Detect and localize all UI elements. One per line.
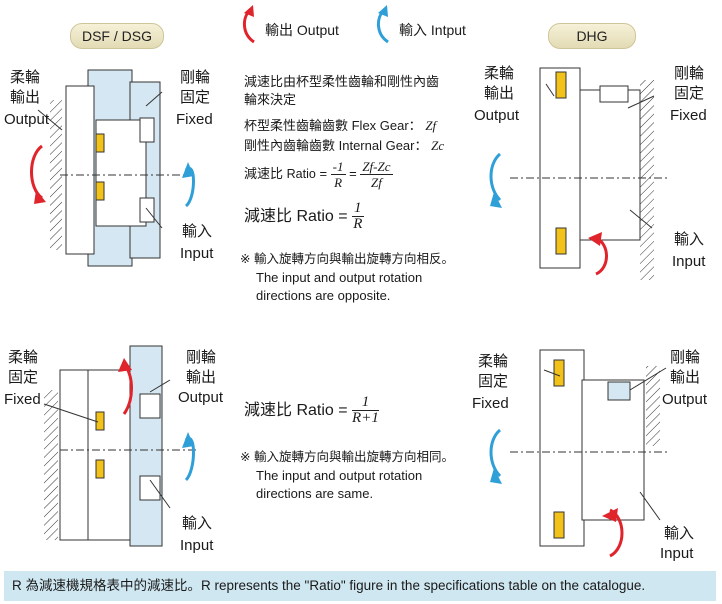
rigid-gear-top (607, 381, 631, 401)
d2-input-zh: 輸入 (674, 231, 705, 248)
wall-hatch (50, 100, 62, 250)
tab-dhg: DHG (548, 23, 636, 49)
flex-tooth-top (553, 359, 565, 387)
d3-input-en: Input (180, 537, 214, 554)
wall-hatch (646, 366, 660, 446)
d3-rigid-label: 剛輪 (186, 349, 217, 366)
dhg-output-diagram (489, 67, 670, 280)
d3-rigid-role-zh: 輸出 (186, 369, 217, 386)
input-legend-icon (377, 5, 389, 44)
d3-rigid-role-en: Output (178, 389, 224, 406)
note-en-opposite-1: The input and output rotation (256, 270, 423, 285)
flex-tooth-bottom (553, 511, 565, 539)
flex-tooth-top (555, 71, 567, 99)
dsf-fixed-diagram (43, 345, 196, 547)
d4-flex-label: 柔輪 (478, 353, 509, 370)
flex-tooth-top (95, 133, 105, 153)
wall-hatch (44, 390, 58, 540)
d1-flex-role-en: Output (4, 111, 50, 128)
d2-rigid-role-zh: 固定 (674, 85, 705, 102)
d1-input-en: Input (180, 245, 214, 262)
flex-tooth-top (95, 411, 105, 431)
d1-rigid-role-zh: 固定 (180, 89, 211, 106)
input-rotation-arrow (489, 428, 502, 478)
d2-flex-label: 柔輪 (484, 65, 515, 82)
d3-flex-role-zh: 固定 (8, 369, 39, 386)
d4-rigid-label: 剛輪 (670, 349, 701, 366)
rigid-gear-top (599, 85, 629, 103)
d4-input-en: Input (660, 545, 694, 562)
d4-flex-role-en: Fixed (472, 395, 509, 412)
flex-gear-line: 杯型柔性齒輪齒數 Flex Gear： Zf (244, 118, 437, 133)
bearing-top (139, 117, 155, 143)
note-en-opposite-2: directions are opposite. (256, 288, 391, 303)
tab-dsf-dsg: DSF / DSG (70, 23, 164, 49)
bearing-top (139, 393, 161, 419)
d2-flex-role-zh: 輸出 (484, 85, 515, 102)
wave-generator (579, 89, 641, 241)
d1-input-zh: 輸入 (182, 223, 213, 240)
d1-flex-role-zh: 輸出 (10, 89, 41, 106)
d3-flex-role-en: Fixed (4, 391, 41, 408)
d4-input-zh: 輸入 (664, 525, 695, 542)
internal-gear-line: 剛性內齒輪齒數 Internal Gear： Zc (244, 138, 445, 153)
note-en-same-1: The input and output rotation (256, 468, 423, 483)
flex-tooth-bottom (555, 227, 567, 255)
d4-rigid-role-zh: 輸出 (670, 369, 701, 386)
d2-rigid-label: 剛輪 (674, 65, 705, 82)
d3-flex-label: 柔輪 (8, 349, 39, 366)
output-legend-icon (243, 5, 255, 44)
note-zh-same: ※ 輸入旋轉方向與輸出旋轉方向相同。 (240, 450, 454, 464)
flex-tooth-bottom (95, 459, 105, 479)
input-rotation-arrow (489, 152, 502, 202)
dhg-fixed-diagram (489, 349, 670, 558)
footer-note: R 為減速機規格表中的減速比。R represents the "Ratio" … (4, 571, 716, 601)
d2-rigid-role-en: Fixed (670, 107, 707, 124)
output-rotation-arrow (30, 144, 44, 200)
input-legend-label: 輸入 Intput (399, 22, 466, 38)
intro-line-1: 減速比由杯型柔性齒輪和剛性內齒 (244, 74, 440, 89)
d1-flex-label: 柔輪 (10, 69, 41, 86)
d2-input-en: Input (672, 253, 706, 270)
output-legend-label: 輸出 Output (265, 22, 339, 38)
flex-gear-body (65, 85, 95, 255)
bearing-bottom (139, 475, 161, 501)
flex-gear-body (59, 369, 91, 541)
dsf-output-diagram (30, 69, 195, 267)
d2-flex-role-en: Output (474, 107, 520, 124)
d3-input-zh: 輸入 (182, 515, 213, 532)
d1-rigid-label: 剛輪 (180, 69, 211, 86)
note-en-same-2: directions are same. (256, 486, 374, 501)
intro-line-2: 輪來決定 (244, 92, 297, 107)
d4-flex-role-zh: 固定 (478, 373, 509, 390)
rigid-gear-body (129, 345, 163, 547)
note-zh-opposite: ※ 輸入旋轉方向與輸出旋轉方向相反。 (240, 252, 454, 266)
d1-rigid-role-en: Fixed (176, 111, 213, 128)
wall-hatch (640, 80, 654, 280)
d4-rigid-role-en: Output (662, 391, 708, 408)
flex-tooth-bottom (95, 181, 105, 201)
wave-generator (581, 379, 645, 521)
